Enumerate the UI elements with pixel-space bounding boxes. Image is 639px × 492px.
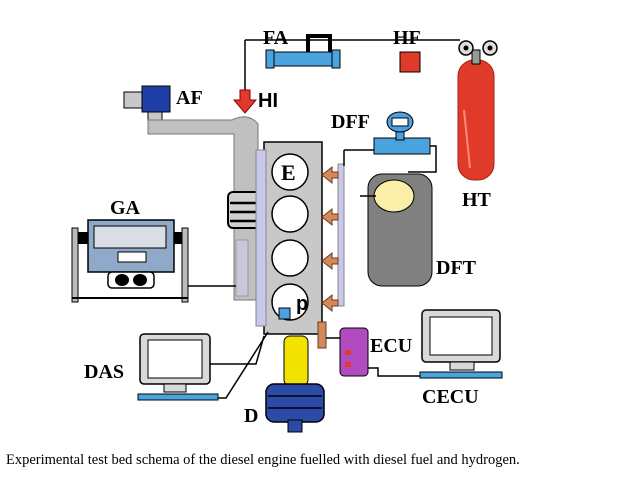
intake-cooler [227,191,265,229]
diesel-fuel-tank [360,173,433,287]
hydrogen-injector-arrow [232,89,258,114]
label-ecu: ECU [370,335,412,357]
label-ga: GA [110,197,141,219]
label-dff: DFF [331,111,370,133]
label-e: E [281,160,296,185]
dynamometer [265,383,325,433]
diesel-fuel-rail [337,163,345,307]
label-fa: FA [263,27,289,49]
diesel-flow-meter [344,111,437,173]
label-dft: DFT [436,257,477,279]
label-cecu: CECU [422,386,479,408]
hydrogen-line [244,39,460,90]
label-das: DAS [84,361,124,383]
das-computer [137,331,269,401]
ecu-unit [317,321,369,377]
gas-analyzer [71,219,189,303]
label-p: p [296,293,308,315]
shaft-coupling [283,335,309,387]
label-hi: HI [258,90,278,112]
engine-block [255,141,323,335]
label-hf: HF [393,27,421,49]
diesel-injectors [321,165,339,313]
hydrogen-filter [399,51,421,73]
air-filter [123,85,171,123]
label-ht: HT [462,189,492,211]
figure-caption: Experimental test bed schema of the dies… [6,452,520,468]
label-d: D [244,405,258,427]
exhaust-pipe [235,239,249,297]
hydrogen-tank [457,40,498,181]
hydrogen-flow-meter [265,34,341,69]
cecu-computer [368,309,503,379]
label-af: AF [176,87,203,109]
schematic-diagram: FA HF HT HI AF [71,27,503,433]
